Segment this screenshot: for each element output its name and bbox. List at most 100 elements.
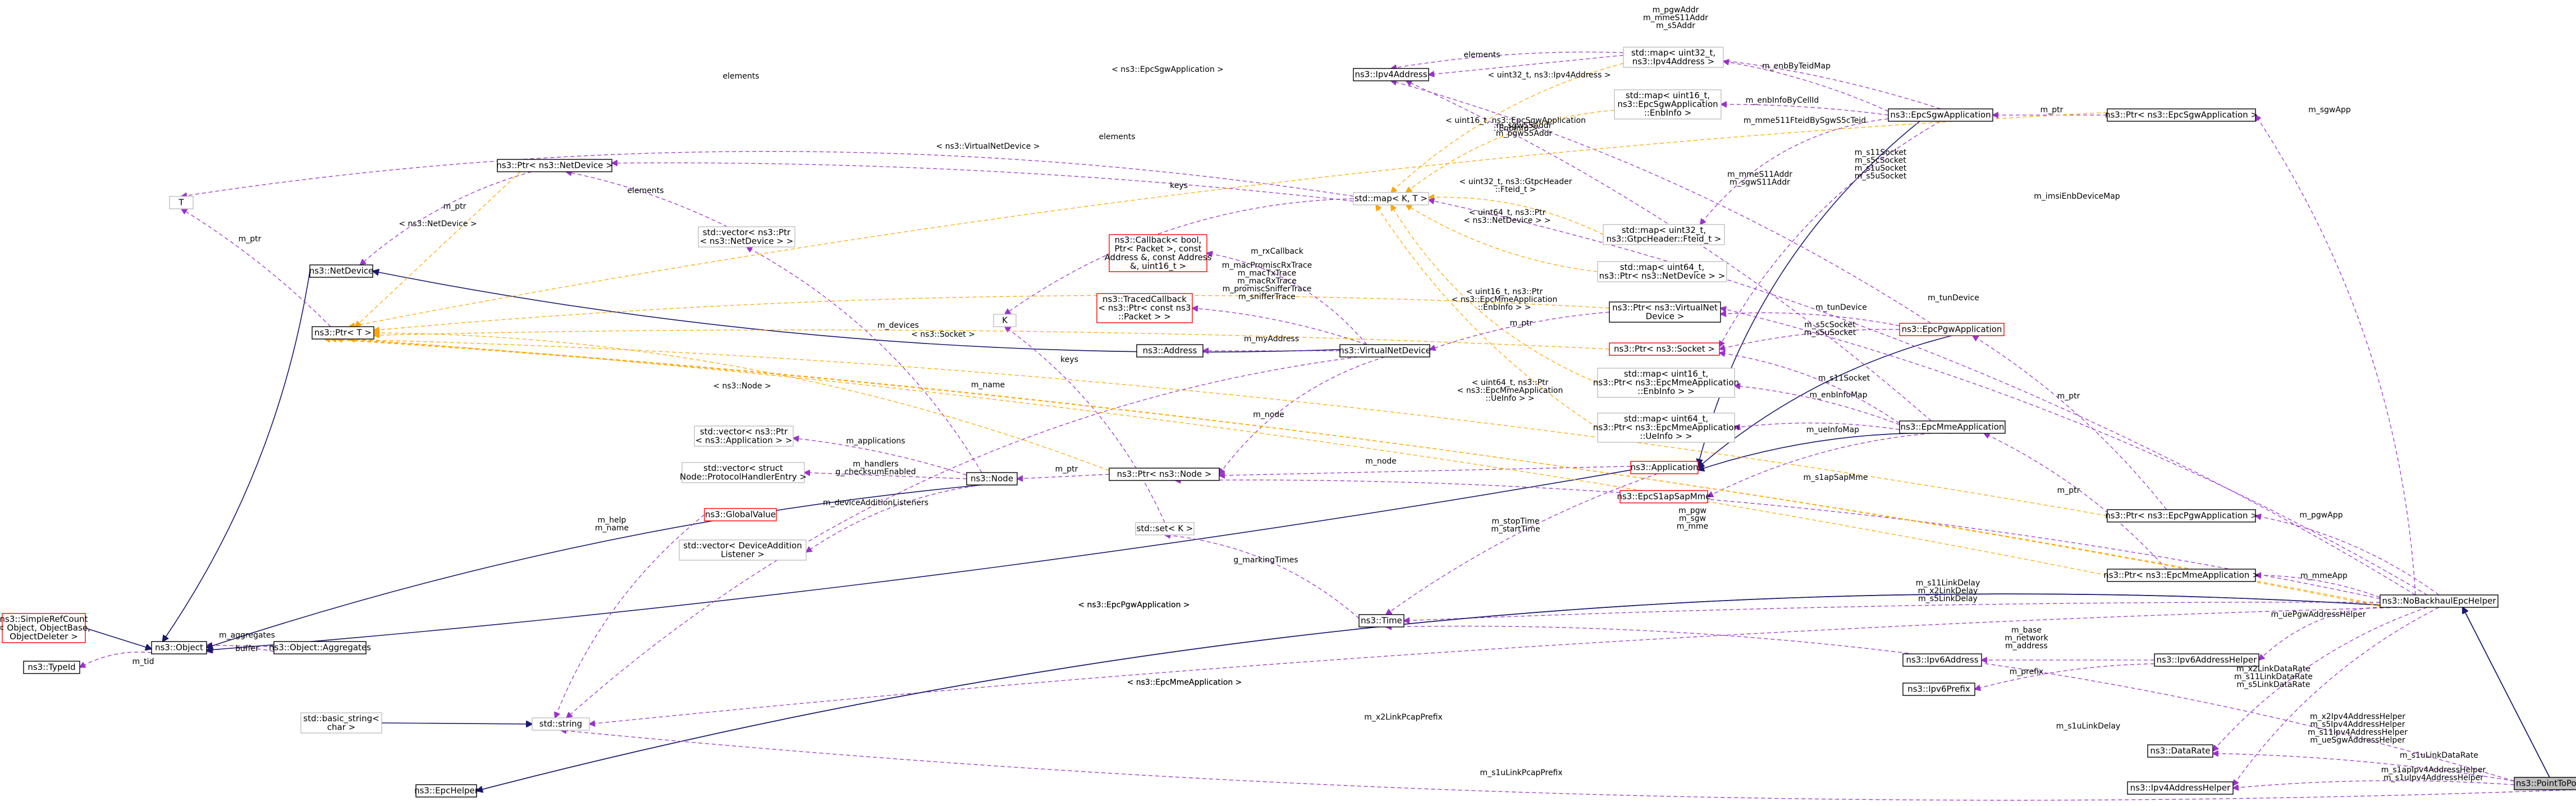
- class-node-node[interactable]: ns3::Node: [966, 472, 1018, 486]
- edge-line: [1735, 386, 1900, 425]
- edge-line: [1429, 54, 1624, 75]
- edge-label: m_snifferTrace: [1238, 292, 1296, 301]
- class-node-epcpgw[interactable]: ns3::EpcPgwApplication: [1899, 323, 2005, 336]
- class-node-label: < Object, ObjectBase,: [0, 623, 90, 633]
- edge-line: [1721, 308, 2428, 596]
- edge-e87: [324, 339, 2381, 606]
- edge-line: [207, 645, 274, 647]
- edge-label: m_uePgwAddressHelper: [2271, 610, 2366, 619]
- class-node-aggregates[interactable]: ns3::Object::Aggregates: [269, 641, 371, 654]
- class-node-ipv6prefix[interactable]: ns3::Ipv6Prefix: [1902, 683, 1975, 696]
- edge-label: < ns3::EpcMmeApplication >: [1127, 678, 1242, 687]
- class-node-mapU32Gtp[interactable]: std::map< uint32_t,ns3::GtpcHeader::Ftei…: [1603, 224, 1725, 245]
- class-node-mapU32Ipv4[interactable]: std::map< uint32_t,ns3::Ipv4Address >: [1623, 47, 1724, 68]
- class-node-vecPtrNetDevice[interactable]: std::vector< ns3::Ptr< ns3::NetDevice > …: [698, 226, 795, 248]
- class-node-epcsgw[interactable]: ns3::EpcSgwApplication: [1888, 108, 1993, 122]
- edge-label: elements: [722, 72, 759, 81]
- class-node-object[interactable]: ns3::Object: [151, 641, 207, 654]
- class-node-label: ns3::Ipv4AddressHelper: [2130, 783, 2231, 793]
- class-node-virtualnetdevice[interactable]: ns3::VirtualNetDevice: [1339, 344, 1431, 358]
- class-node-tracedcallback[interactable]: ns3::TracedCallback< ns3::Ptr< const ns3…: [1096, 293, 1193, 323]
- class-node-box: [1603, 224, 1725, 245]
- class-node-setK[interactable]: std::set< K >: [1135, 522, 1195, 535]
- class-node-application[interactable]: ns3::Application: [1630, 461, 1699, 474]
- edge-line: [374, 295, 1610, 330]
- edge-label: g_checksumEnabled: [835, 468, 916, 477]
- class-node-vecProtocolHandler[interactable]: std::vector< structNode::ProtocolHandler…: [680, 462, 807, 483]
- class-node-label: ns3::Ipv6Prefix: [1907, 684, 1970, 694]
- class-node-epcs1apsapmme[interactable]: ns3::EpcS1apSapMme: [1617, 490, 1711, 503]
- class-node-typeid[interactable]: ns3::TypeId: [23, 661, 80, 674]
- edge-line: [85, 628, 152, 649]
- edge-label: m_macTxTrace: [1238, 269, 1297, 278]
- class-node-ptrT[interactable]: ns3::Ptr< T >: [312, 326, 374, 340]
- class-node-ptrVirtualNetDevice[interactable]: ns3::Ptr< ns3::VirtualNetDevice >: [1609, 301, 1721, 323]
- class-node-basicstring[interactable]: std::basic_string<char >: [300, 712, 382, 734]
- class-node-label: ::EnbInfo > >: [1637, 386, 1695, 396]
- class-node-ipv4helper[interactable]: ns3::Ipv4AddressHelper: [2127, 781, 2234, 795]
- edge-e01: [85, 628, 152, 649]
- class-node-nobackhaul[interactable]: ns3::NoBackhaulEpcHelper: [2380, 594, 2499, 608]
- class-node-ipv6helper[interactable]: ns3::Ipv6AddressHelper: [2154, 653, 2259, 667]
- class-node-time[interactable]: ns3::Time: [1358, 614, 1404, 628]
- edge-e24: [566, 356, 1358, 718]
- class-node-box: [415, 784, 477, 798]
- edge-e85: [561, 730, 2574, 801]
- class-node-K[interactable]: K: [993, 314, 1017, 327]
- class-node-string[interactable]: std::string: [532, 717, 590, 731]
- class-node-globalvalue[interactable]: ns3::GlobalValue: [704, 508, 777, 521]
- edge-e51: [374, 295, 1610, 330]
- edge-e39: [1429, 197, 1604, 235]
- class-node-label: ns3::GtpcHeader::Fteid_t >: [1607, 233, 1722, 244]
- class-node-ptrMme[interactable]: ns3::Ptr< ns3::EpcMmeApplication >: [2103, 569, 2259, 582]
- class-node-address[interactable]: ns3::Address: [1136, 344, 1204, 358]
- class-node-mapU16Enb[interactable]: std::map< uint16_t,ns3::EpcSgwApplicatio…: [1614, 89, 1722, 120]
- class-node-epcmme[interactable]: ns3::EpcMmeApplication: [1899, 420, 2006, 434]
- class-node-p2pepchelper[interactable]: ns3::PointToPointEpcHelper: [2514, 777, 2576, 790]
- edge-line: [1708, 433, 1932, 497]
- edge-line: [1429, 197, 1604, 235]
- edge-label: elements: [1099, 132, 1135, 141]
- edge-label: m_address: [2005, 642, 2048, 651]
- class-node-ptrSocket[interactable]: ns3::Ptr< ns3::Socket >: [1609, 342, 1720, 356]
- class-node-label: std::set< K >: [1137, 524, 1193, 534]
- class-node-datarate[interactable]: ns3::DataRate: [2147, 744, 2213, 758]
- class-node-T[interactable]: T: [169, 196, 194, 209]
- class-node-simplerefcount[interactable]: ns3::SimpleRefCount< Object, ObjectBase,…: [0, 613, 90, 643]
- class-node-ipv4address[interactable]: ns3::Ipv4Address: [1353, 68, 1429, 81]
- class-node-label: ns3::Ipv4Address >: [1632, 56, 1714, 66]
- class-node-label: ns3::Ptr< ns3::EpcMmeApplication >: [2103, 570, 2259, 580]
- class-node-ptrNode[interactable]: ns3::Ptr< ns3::Node >: [1109, 468, 1220, 481]
- edge-e62: [1973, 336, 2167, 510]
- class-node-label: ns3::NoBackhaulEpcHelper: [2382, 596, 2497, 606]
- class-node-mapU16PtrEnb[interactable]: std::map< uint16_t,ns3::Ptr< ns3::EpcMme…: [1593, 368, 1739, 398]
- class-node-vecPtrApp[interactable]: std::vector< ns3::Ptr< ns3::Application …: [694, 425, 794, 447]
- class-node-label: Ptr< Packet >, const: [1114, 244, 1201, 254]
- class-node-mapKT[interactable]: std::map< K, T >: [1353, 192, 1429, 205]
- class-node-box: [681, 462, 805, 483]
- edge-e22: [555, 514, 705, 718]
- class-node-box: [1096, 293, 1193, 323]
- class-node-mapU64PtrUe[interactable]: std::map< uint64_t,ns3::Ptr< ns3::EpcMme…: [1593, 413, 1739, 443]
- edge-label: m_s1uIpv4AddressHelper: [2383, 773, 2483, 782]
- class-node-label: ns3::Time: [1361, 616, 1402, 626]
- edge-label: ::EnbInfo >: [1494, 124, 1538, 133]
- edge-label: elements: [1463, 51, 1500, 59]
- class-node-epchelper[interactable]: ns3::EpcHelper: [414, 784, 479, 798]
- class-node-ptrSgw[interactable]: ns3::Ptr< ns3::EpcSgwApplication >: [2105, 108, 2258, 122]
- class-node-ipv6address[interactable]: ns3::Ipv6Address: [1902, 653, 1982, 667]
- class-node-box: [312, 326, 374, 340]
- edge-e56: [1735, 386, 1900, 425]
- class-node-label: ns3::EpcMmeApplication: [1901, 422, 2005, 432]
- class-node-callback[interactable]: ns3::Callback< bool,Ptr< Packet >, const…: [1105, 234, 1212, 272]
- class-node-mapU64PtrNetDev[interactable]: std::map< uint64_t,ns3::Ptr< ns3::NetDev…: [1597, 261, 1727, 282]
- edge-label: m_mmeApp: [2300, 571, 2348, 580]
- edge-e34: [181, 151, 1354, 196]
- class-node-ptrNetDevice[interactable]: ns3::Ptr< ns3::NetDevice >: [496, 159, 613, 172]
- class-node-ptrPgw[interactable]: ns3::Ptr< ns3::EpcPgwApplication >: [2105, 509, 2258, 523]
- class-node-netdevice[interactable]: ns3::NetDevice: [309, 264, 374, 278]
- edge-line: [373, 271, 1340, 353]
- edge-label: m_s1uSocket: [1855, 164, 1907, 173]
